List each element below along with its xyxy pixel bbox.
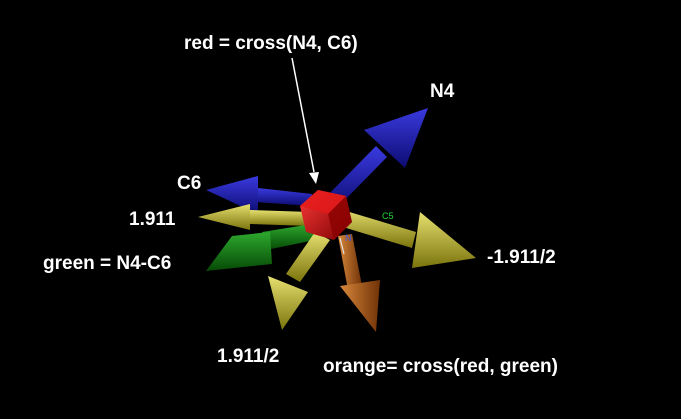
n4-label: N4	[430, 81, 455, 102]
orange-definition-label: orange= cross(red, green)	[323, 356, 558, 377]
yellow-arrow-1911	[198, 204, 310, 230]
yellow-arrow-half	[268, 232, 330, 330]
bond-tick	[339, 237, 345, 255]
orange-arrow	[338, 234, 380, 332]
green-definition-label: green = N4-C6	[43, 253, 172, 274]
value-1911-label: 1.911	[129, 209, 176, 230]
c6-blue-arrow	[206, 176, 312, 214]
pointer-arrow	[291, 57, 319, 184]
yellow-arrow-neg-half	[333, 208, 476, 268]
atom-n-label: N	[345, 233, 352, 243]
c6-label: C6	[177, 173, 202, 194]
green-arrow	[206, 224, 315, 271]
atom-c5-label: C5	[382, 211, 394, 221]
half-label: 1.911/2	[217, 346, 280, 367]
neg-half-label: -1.911/2	[487, 247, 556, 268]
red-cube	[300, 190, 352, 240]
red-cross-label: red = cross(N4, C6)	[184, 33, 358, 54]
